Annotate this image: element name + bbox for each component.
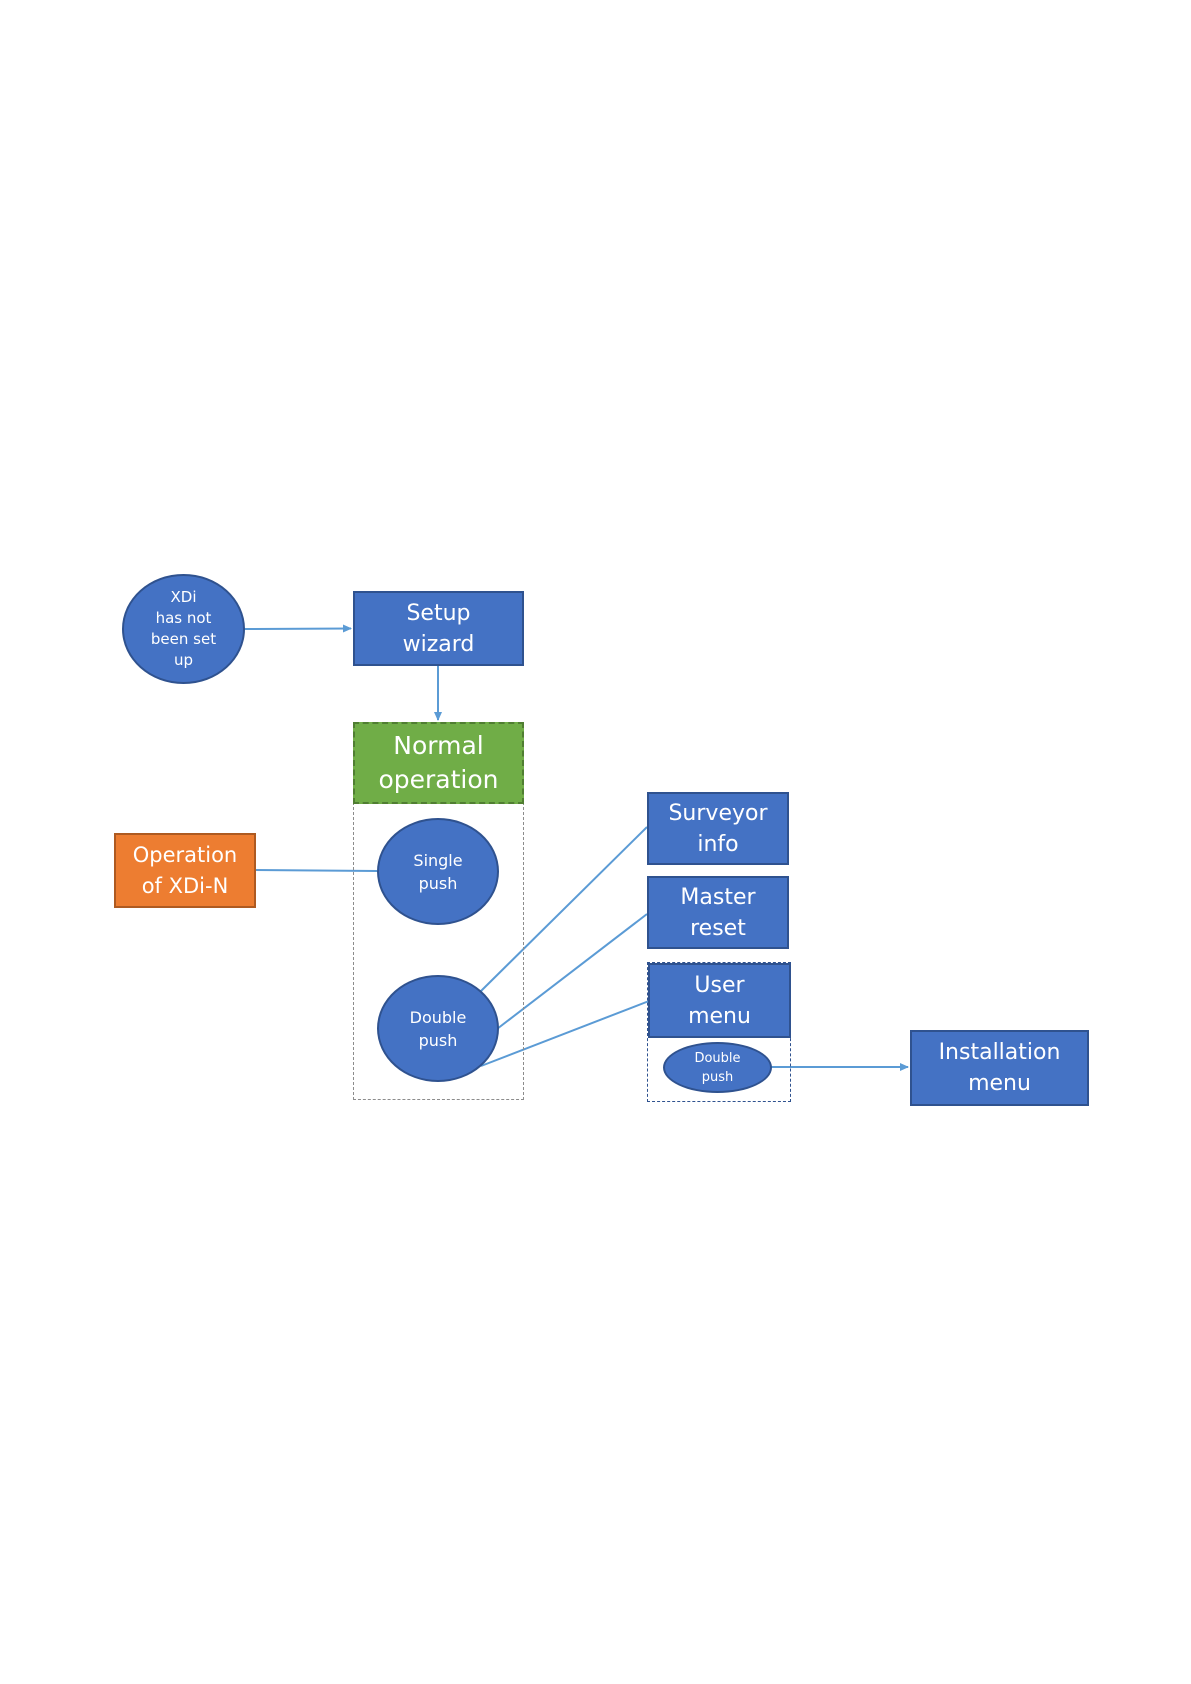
surveyor-info-node: Surveyor info (647, 792, 789, 865)
operation-xdi-n-node: Operation of XDi-N (114, 833, 256, 908)
user-menu-node: User menu (648, 963, 791, 1038)
master-reset-node: Master reset (647, 876, 789, 949)
user-menu-double-push-node: Double push (663, 1042, 772, 1093)
normal-operation-node: Normal operation (353, 722, 524, 804)
double-push-node: Double push (377, 975, 499, 1082)
setup-wizard-node: Setup wizard (353, 591, 524, 666)
not-set-up-node: XDi has not been set up (122, 574, 245, 684)
installation-menu-node: Installation menu (910, 1030, 1089, 1106)
arrow-not-set-up-to-setup-wizard (244, 629, 351, 630)
single-push-node: Single push (377, 818, 499, 925)
